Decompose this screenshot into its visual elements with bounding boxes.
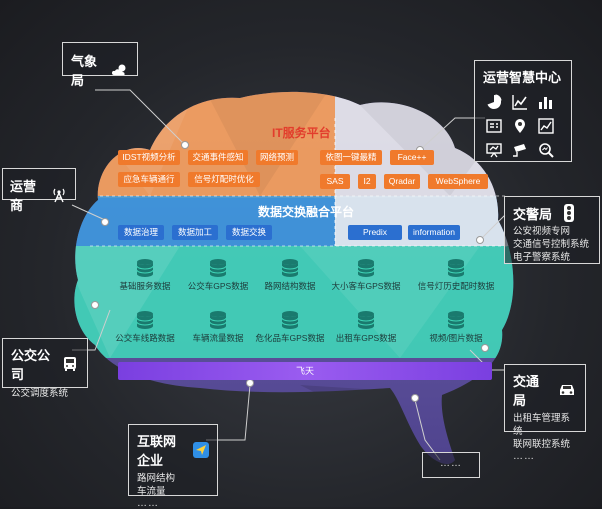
callout-weather-bureau: 气象局	[62, 42, 138, 88]
data-source-label: 出租车GPS数据	[335, 333, 397, 343]
pie-chart-icon	[483, 92, 505, 112]
data-source: 大小客车GPS数据	[326, 258, 406, 292]
it-tag: 信号灯配时优化	[188, 172, 260, 187]
callout-ellipsis: ……	[440, 458, 462, 469]
callout-title: 气象局	[71, 54, 98, 88]
data-source-label: 公交车线路数据	[115, 333, 175, 343]
data-source-label: 大小客车GPS数据	[331, 281, 401, 291]
callout-internet-company: 互联网企业 路网结构 车流量 ……	[128, 424, 218, 509]
database-icon	[355, 310, 377, 330]
callout-line: 路网结构	[137, 473, 176, 484]
database-icon	[355, 258, 377, 278]
it-tag: SAS	[320, 174, 350, 189]
data-source-label: 车辆流量数据	[192, 333, 244, 343]
search-chart-icon	[535, 140, 557, 160]
callout-line: 车流量	[137, 486, 166, 497]
data-source-label: 路网结构数据	[264, 281, 316, 291]
signal-tower-icon	[49, 185, 68, 205]
feitian-bar: 飞天	[118, 362, 492, 380]
exchange-tag: 数据加工	[172, 225, 218, 240]
data-source: 车辆流量数据	[178, 310, 258, 344]
data-source-label: 基础服务数据	[119, 281, 171, 291]
exchange-tag: information	[408, 225, 460, 240]
it-tag: Face++	[390, 150, 434, 165]
callout-bus-company: 公交公司 公交调度系统	[2, 338, 88, 399]
callout-title: 运营智慧中心	[483, 70, 562, 85]
data-source-label: 危化品车GPS数据	[255, 333, 325, 343]
it-tag: 应急车辆通行	[118, 172, 180, 187]
bus-icon	[61, 354, 79, 374]
it-tag: IDST视频分析	[118, 150, 180, 165]
callout-ellipsis: ……	[137, 498, 159, 509]
callout-title: 互联网企业	[137, 434, 177, 468]
callout-more: ……	[422, 452, 480, 478]
callout-title: 公交公司	[11, 348, 51, 382]
callout-ellipsis: ……	[513, 451, 535, 462]
it-tag: 网络预测	[256, 150, 298, 165]
data-source-label: 视频/图片数据	[429, 333, 483, 343]
location-pin-icon	[509, 116, 531, 136]
data-source: 基础服务数据	[105, 258, 185, 292]
data-source: 出租车GPS数据	[326, 310, 406, 344]
bar-chart-icon	[535, 92, 557, 112]
presentation-icon	[483, 140, 505, 160]
callout-line: 公交调度系统	[11, 388, 69, 399]
database-icon	[134, 310, 156, 330]
line-chart-icon	[509, 92, 531, 112]
database-icon	[207, 310, 229, 330]
exchange-tag: 数据交换	[226, 225, 272, 240]
callout-line: 联网联控系统	[513, 439, 571, 450]
it-tag: Qradar	[384, 174, 420, 189]
callout-ops-center: 运营智慧中心	[474, 60, 572, 162]
callout-operator: 运营商	[2, 168, 76, 213]
exchange-platform-title: 数据交换融合平台	[258, 205, 355, 219]
database-icon	[279, 258, 301, 278]
data-source: 路网结构数据	[250, 258, 330, 292]
callout-line: 电子警察系统	[513, 252, 571, 263]
callout-title: 运营商	[10, 179, 37, 213]
callout-traffic-police: 交警局 公安视频专网 交通信号控制系统 电子警察系统	[504, 196, 600, 264]
callout-line: 公安视频专网	[513, 226, 571, 237]
database-icon	[445, 310, 467, 330]
data-source: 危化品车GPS数据	[250, 310, 330, 344]
database-icon	[207, 258, 229, 278]
exchange-tag: 数据治理	[118, 225, 164, 240]
it-tag: WebSphere	[428, 174, 488, 189]
exchange-tag: Predix	[348, 225, 402, 240]
data-source: 信号灯历史配时数据	[416, 258, 496, 292]
cloud-sun-icon	[110, 60, 129, 80]
it-platform-title: IT服务平台	[272, 126, 331, 140]
it-tag: 交通事件感知	[188, 150, 248, 165]
database-icon	[445, 258, 467, 278]
database-icon	[134, 258, 156, 278]
callout-title: 交通局	[513, 374, 540, 408]
cctv-camera-icon	[509, 140, 531, 160]
data-source: 公交车GPS数据	[178, 258, 258, 292]
traffic-light-icon	[558, 203, 580, 223]
data-source: 视频/图片数据	[416, 310, 496, 344]
callout-line: 出租车管理系统	[513, 413, 571, 437]
trend-chart-icon	[535, 116, 557, 136]
callout-line: 交通信号控制系统	[513, 239, 590, 250]
database-icon	[279, 310, 301, 330]
data-source: 公交车线路数据	[105, 310, 185, 344]
report-icon	[483, 116, 505, 136]
data-source-label: 公交车GPS数据	[187, 281, 249, 291]
it-tag: I2	[358, 174, 376, 189]
navigation-icon	[192, 440, 209, 460]
callout-transport-bureau: 交通局 出租车管理系统 联网联控系统 ……	[504, 364, 586, 462]
it-tag: 依图一键最精	[320, 150, 382, 165]
callout-title: 交警局	[513, 206, 553, 222]
car-icon	[556, 380, 577, 400]
data-source-label: 信号灯历史配时数据	[417, 281, 495, 291]
